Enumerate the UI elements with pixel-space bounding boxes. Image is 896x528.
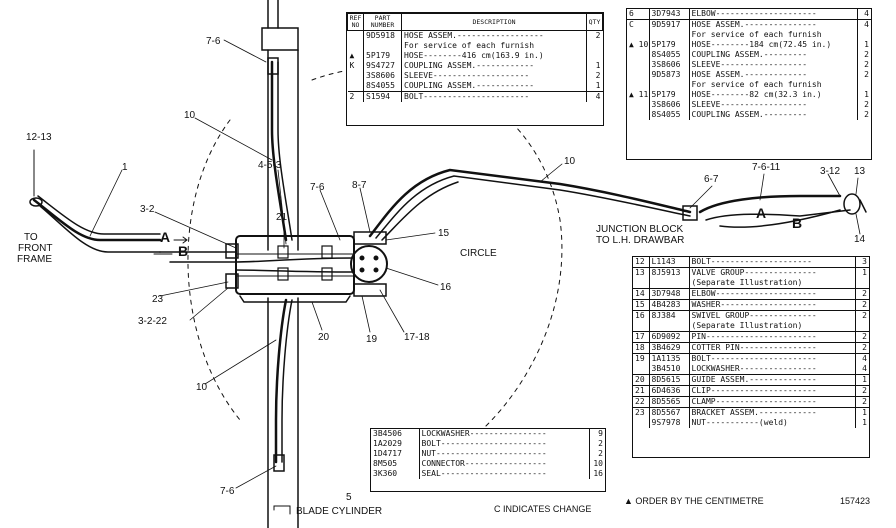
- callout-3-12: 3-12: [820, 166, 841, 177]
- callout-1: 1: [122, 162, 128, 173]
- circle-label: CIRCLE: [460, 248, 497, 259]
- letter-a-right: A: [756, 205, 767, 221]
- callout-6-7: 6-7: [704, 174, 719, 185]
- callout-3-2-22: 3-2-22: [138, 316, 167, 327]
- callout-10-bottom: 10: [196, 382, 208, 393]
- letter-b-left: B: [178, 243, 189, 259]
- junction-block-label-1: JUNCTION BLOCK: [596, 224, 684, 235]
- callout-13: 13: [854, 166, 866, 177]
- callout-7-6-mid: 7-6: [310, 182, 325, 193]
- callout-23: 23: [152, 294, 164, 305]
- callout-4-5-3: 4-5-3: [258, 160, 282, 171]
- callout-15: 15: [438, 228, 450, 239]
- header-qty: QTY: [586, 13, 603, 31]
- callout-10-right: 10: [564, 156, 576, 167]
- order-note: ▲ ORDER BY THE CENTIMETRE: [624, 496, 764, 506]
- change-note: C INDICATES CHANGE: [494, 504, 592, 514]
- header-ref-no: REF NO: [347, 13, 364, 31]
- callout-20: 20: [318, 332, 330, 343]
- to-front-frame-3: FRAME: [17, 254, 52, 265]
- to-front-frame-1: TO: [24, 232, 38, 243]
- callout-8-7: 8-7: [352, 180, 367, 191]
- circle-arc: [311, 67, 563, 471]
- table-row: (Separate Illustration): [633, 278, 869, 289]
- table-row: For service of each furnish: [348, 41, 603, 51]
- callout-5: 5: [346, 492, 352, 503]
- table-row: (Separate Illustration): [633, 321, 869, 332]
- callout-7-6-top: 7-6: [206, 36, 221, 47]
- letter-a-left: A: [160, 229, 171, 245]
- callout-19: 19: [366, 334, 378, 345]
- callout-7-6-11: 7-6-11: [752, 162, 781, 173]
- letter-b-right: B: [792, 215, 803, 231]
- drawing-number: 157423: [840, 496, 871, 506]
- parts-table-top: REF NO PART NUMBER DESCRIPTION QTY 9D591…: [346, 12, 604, 126]
- callout-7-6-bottom: 7-6: [220, 486, 235, 497]
- callout-17-18: 17-18: [404, 332, 430, 343]
- header-part-number: PART NUMBER: [363, 13, 402, 31]
- callout-21: 21: [276, 212, 288, 223]
- swivel-group: [350, 245, 388, 283]
- to-front-frame-2: FRONT: [18, 243, 53, 254]
- callout-3-2: 3-2: [140, 204, 155, 215]
- valve-block: [235, 235, 355, 295]
- table-row: For service of each furnish: [627, 30, 871, 40]
- junction-block-label-2: TO L.H. DRAWBAR: [596, 235, 685, 246]
- table-row: For service of each furnish: [627, 80, 871, 90]
- header-description: DESCRIPTION: [401, 13, 587, 31]
- callout-12-13: 12-13: [26, 132, 52, 143]
- callout-14: 14: [854, 234, 866, 245]
- callout-10-top: 10: [184, 110, 196, 121]
- blade-cylinder-label: BLADE CYLINDER: [296, 506, 383, 517]
- circle-arc-left: [187, 119, 241, 421]
- callout-16: 16: [440, 282, 452, 293]
